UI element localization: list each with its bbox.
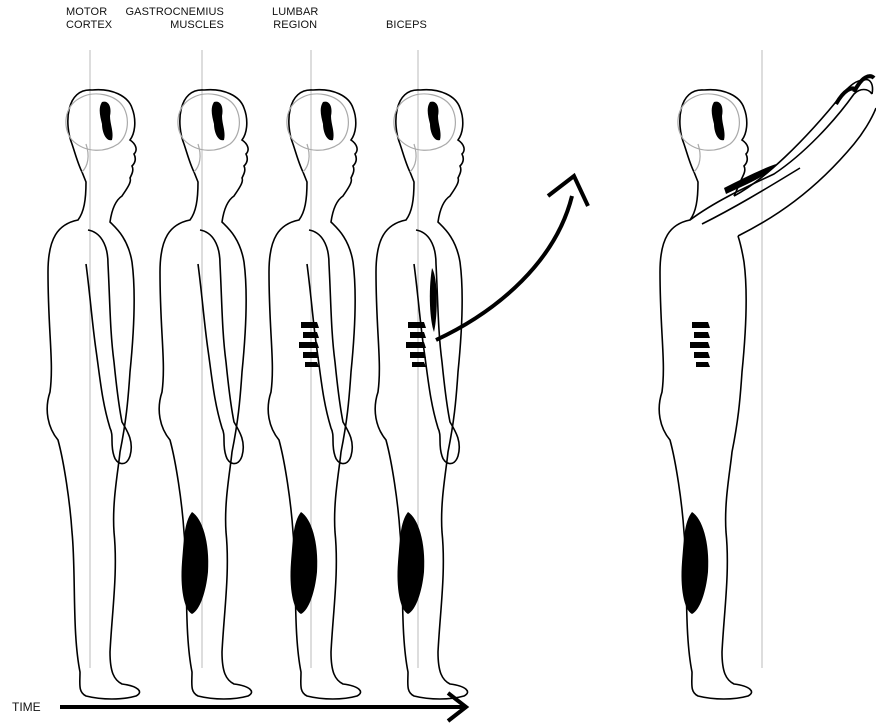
motor-cortex-activation (428, 102, 441, 141)
figure-4 (375, 90, 467, 699)
motor-cortex-activation (100, 102, 113, 141)
figure-3 (268, 90, 360, 699)
lumbar-activation (690, 322, 710, 367)
biceps-activation (430, 268, 437, 332)
gastrocnemius-activation (181, 512, 208, 614)
gastrocnemius-activation (681, 512, 708, 614)
transition-arrow (436, 196, 572, 340)
figure-2 (159, 90, 251, 699)
gastrocnemius-activation (397, 512, 424, 614)
lumbar-activation (299, 322, 319, 367)
time-label: TIME (12, 700, 41, 714)
gastrocnemius-activation (290, 512, 317, 614)
motor-cortex-activation (712, 102, 725, 141)
deltoid-activation (724, 164, 776, 194)
figure-final (659, 76, 876, 699)
motor-cortex-activation (321, 102, 334, 141)
lumbar-activation (406, 322, 426, 367)
figure-1 (47, 90, 139, 699)
motor-cortex-activation (212, 102, 225, 141)
transition-arrowhead (548, 176, 588, 206)
